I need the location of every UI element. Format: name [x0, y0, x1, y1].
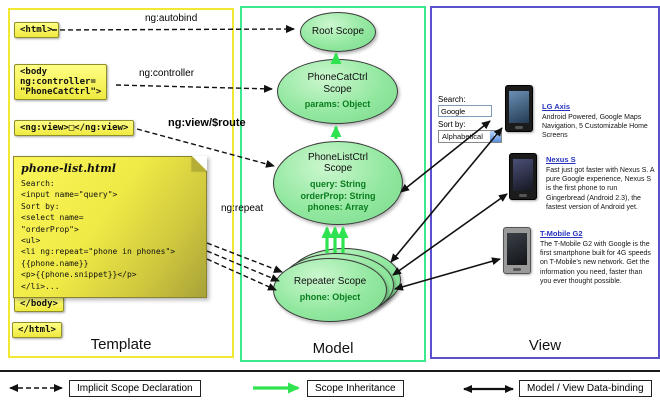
code-line: </li>... — [21, 281, 60, 291]
body-close-tag: </body> — [14, 296, 64, 312]
code-line: <select name= — [21, 213, 84, 223]
scope-name: PhoneCatCtrl Scope — [307, 72, 368, 95]
code-line: <p>{{phone.snippet}}</p> — [21, 270, 137, 280]
sort-select[interactable]: Alphabetical ▼ — [438, 130, 502, 143]
body-open-tag: <body ng:controller= "PhoneCatCtrl"> — [14, 64, 108, 100]
code-line: {{phone.name}} — [21, 258, 89, 268]
scope-property: phone: Object — [299, 291, 361, 302]
phone-screen — [513, 159, 533, 191]
phone-name-link[interactable]: T-Mobile G2 — [540, 229, 583, 238]
phone-thumbnail[interactable] — [503, 227, 531, 274]
phone-screen — [509, 91, 529, 123]
repeater-scope-ellipse: Repeater Scope phone: Object — [273, 258, 387, 322]
root-scope-ellipse: Root Scope — [300, 12, 376, 52]
phone-thumbnail[interactable] — [509, 153, 537, 200]
code-line: <ul> — [21, 236, 41, 246]
scope-property: orderProp: String — [300, 190, 376, 201]
legend-scope-inheritance: Scope Inheritance — [307, 380, 404, 397]
phone-home-button — [515, 126, 523, 129]
scope-name: Root Scope — [311, 26, 365, 38]
scope-name: Repeater Scope — [293, 276, 367, 288]
note-fold-corner-icon — [192, 156, 207, 171]
code-line: Sort by: — [21, 201, 60, 211]
scope-property: query: String — [309, 178, 366, 189]
phone-name-link[interactable]: Nexus S — [546, 155, 576, 164]
phone-home-button — [513, 268, 521, 271]
code-line: <input name="query"> — [21, 190, 118, 200]
model-panel-label: Model — [312, 340, 354, 357]
view-panel-label: View — [528, 337, 562, 354]
phone-list-item: T-Mobile G2 The T-Mobile G2 with Google … — [503, 227, 655, 286]
code-line: Search: — [21, 179, 55, 188]
phone-list-item: LG Axis Android Powered, Google Maps Nav… — [505, 85, 657, 141]
sort-by-label: Sort by: — [438, 120, 466, 129]
scope-property: phones: Array — [307, 202, 369, 213]
legend-divider — [0, 370, 660, 372]
template-panel-label: Template — [90, 336, 152, 353]
phone-description: The T-Mobile G2 with Google is the first… — [540, 241, 651, 285]
ng-view-tag: <ng:view>□</ng:view> — [14, 120, 135, 136]
phone-screen — [507, 233, 527, 265]
phone-thumbnail[interactable] — [505, 85, 533, 132]
scope-name: PhoneListCtrl Scope — [307, 151, 369, 175]
ng-repeat-label: ng:repeat — [221, 203, 264, 214]
phone-list-template-note: phone-list.html Search: <input name="que… — [13, 156, 207, 298]
ng-controller-label: ng:controller — [139, 68, 195, 79]
code-line: <li ng:repeat="phone in phones"> — [21, 247, 176, 257]
legend-model-view-databinding: Model / View Data-binding — [519, 380, 652, 397]
search-input[interactable] — [438, 105, 492, 117]
phone-name-link[interactable]: LG Axis — [542, 102, 571, 111]
code-line: "orderProp"> — [21, 224, 79, 234]
html-close-tag: </html> — [12, 322, 62, 338]
phone-description: Fast just got faster with Nexus S. A pur… — [546, 167, 655, 211]
phone-list-item: Nexus S Fast just got faster with Nexus … — [509, 153, 660, 212]
search-label: Search: — [438, 95, 466, 104]
phone-home-button — [519, 194, 527, 197]
scope-property: params: Object — [304, 99, 371, 110]
dropdown-arrow-icon: ▼ — [490, 131, 501, 142]
legend-implicit-scope-declaration: Implicit Scope Declaration — [69, 380, 201, 397]
phonelistctrl-scope-ellipse: PhoneListCtrl Scope query: String orderP… — [273, 141, 403, 225]
note-title: phone-list.html — [21, 162, 116, 175]
phone-description: Android Powered, Google Maps Navigation,… — [542, 114, 648, 140]
ng-autobind-label: ng:autobind — [145, 13, 198, 24]
sort-selected-value: Alphabetical — [442, 132, 483, 141]
phonecatctrl-scope-ellipse: PhoneCatCtrl Scope params: Object — [277, 59, 398, 124]
html-open-tag: <html> — [14, 22, 59, 38]
ng-view-route-label: ng:view/$route — [168, 117, 246, 129]
